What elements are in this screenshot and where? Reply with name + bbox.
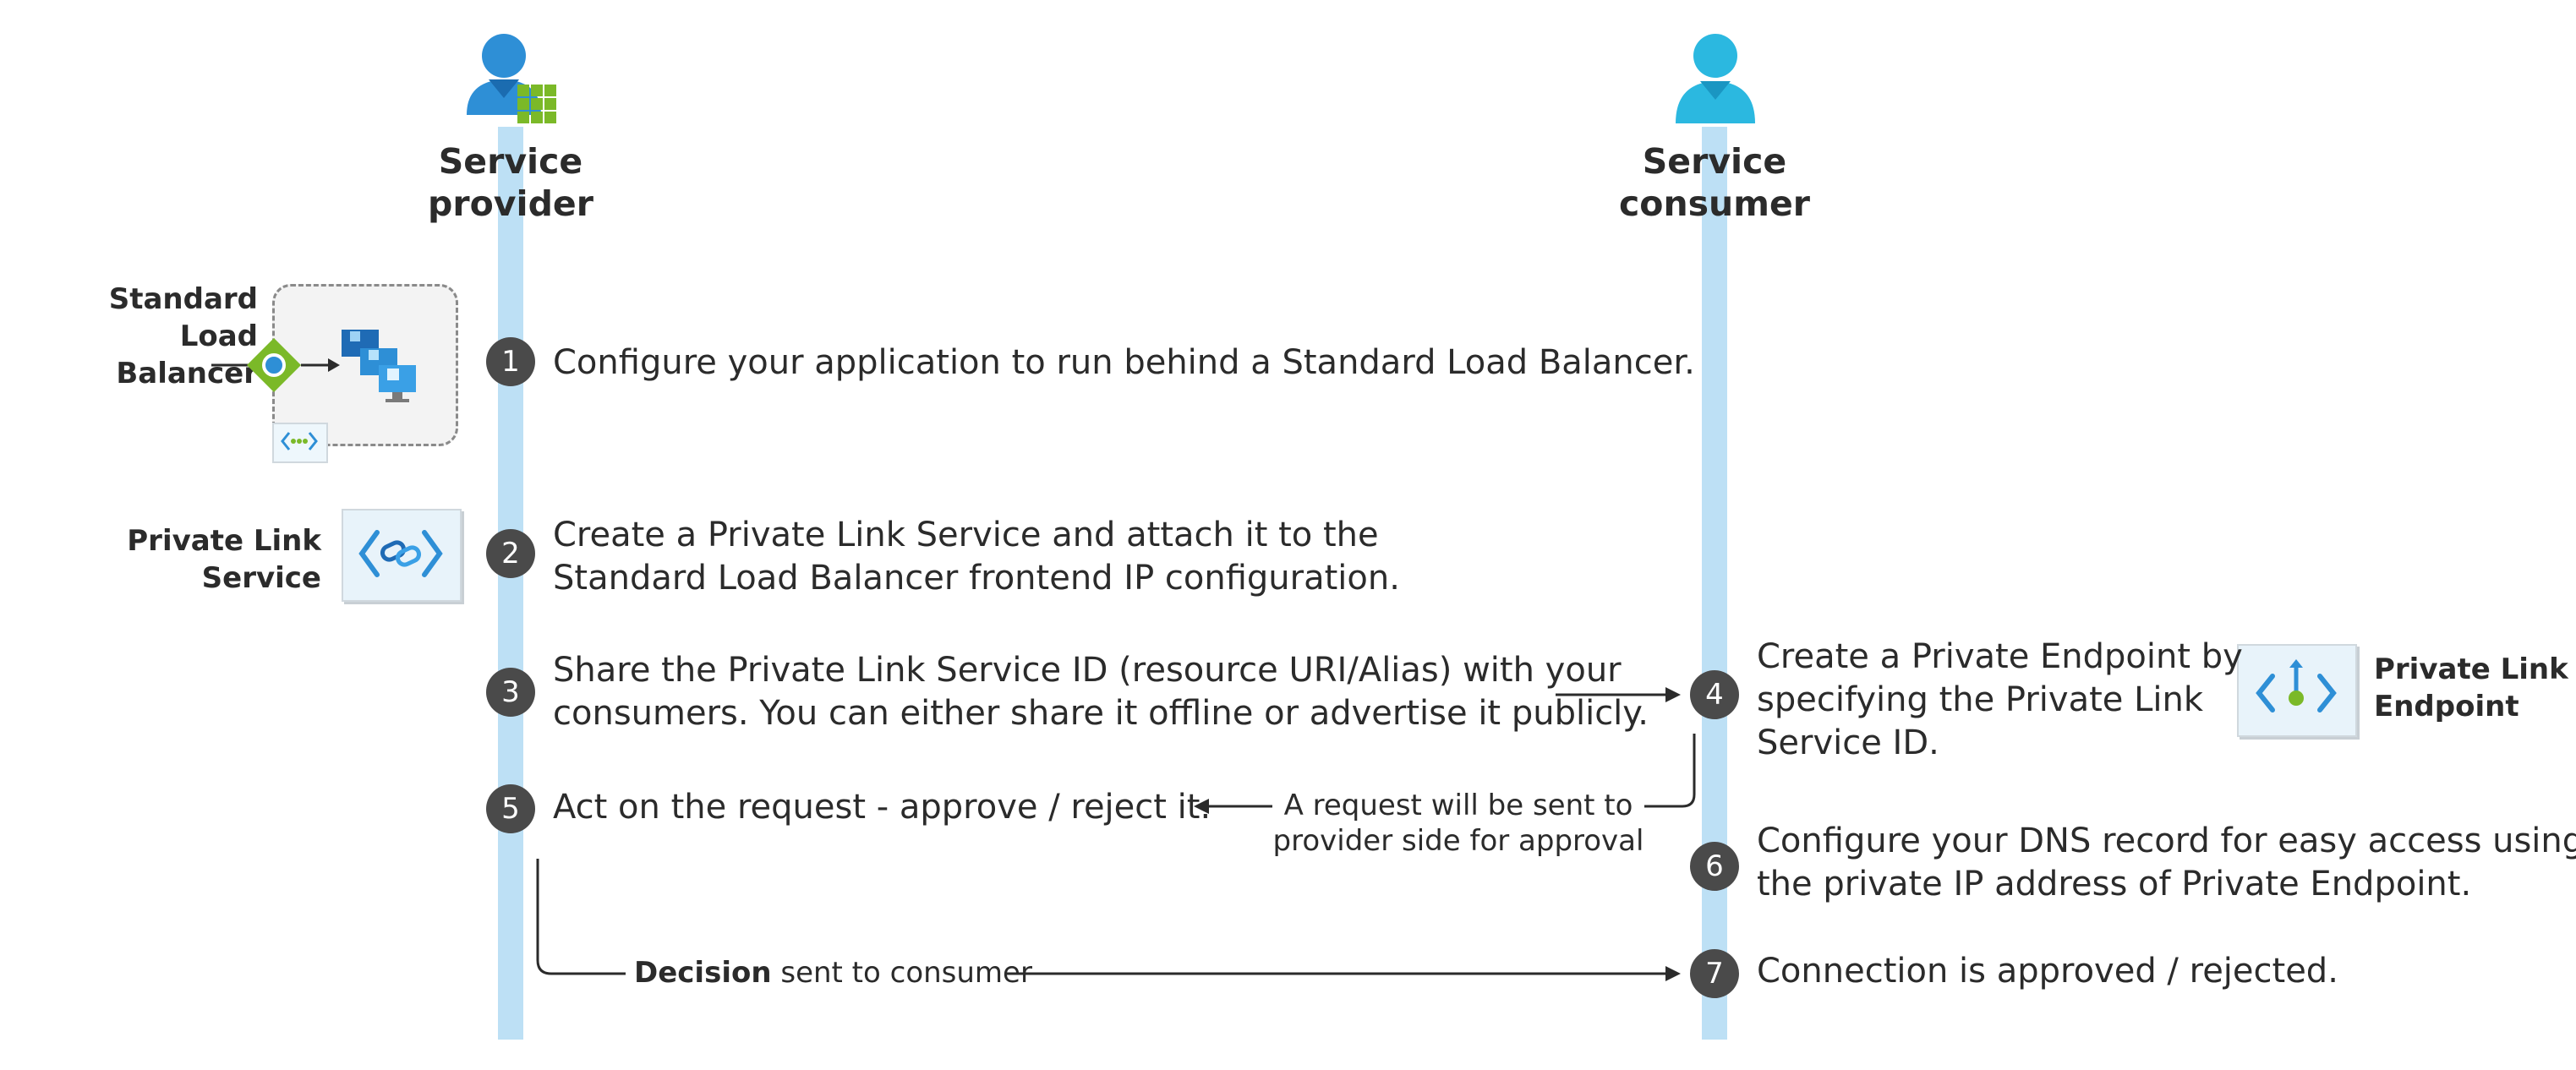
step-7-text: Connection is approved / rejected. <box>1757 952 2338 991</box>
step-7-circle: 7 <box>1690 949 1739 998</box>
provider-lifeline <box>498 127 523 1040</box>
step-2-text: Create a Private Link Service and attach… <box>553 516 1400 598</box>
step-5-text: Act on the request - approve / reject it… <box>553 788 1211 827</box>
request-note: A request will be sent to provider side … <box>1272 788 1644 859</box>
step-4-text: Create a Private Endpoint by specifying … <box>1757 637 2243 762</box>
step-2-circle: 2 <box>486 529 535 578</box>
decision-note: Decision sent to consumer <box>634 955 1032 991</box>
step-6-circle: 6 <box>1690 842 1739 891</box>
step-5-circle: 5 <box>486 784 535 833</box>
virtual-machines-icon <box>342 330 416 402</box>
decision-note-bold: Decision <box>634 956 772 990</box>
service-provider-label: Service provider <box>428 141 593 224</box>
standard-load-balancer-label: Standard Load Balancer <box>108 282 258 390</box>
step-1-circle: 1 <box>486 337 535 386</box>
service-consumer-label: Service consumer <box>1618 141 1810 224</box>
private-link-endpoint-label: Private Link Endpoint <box>2374 652 2568 723</box>
step-1-text: Configure your application to run behind… <box>553 343 1695 382</box>
private-link-service-icon <box>358 530 443 577</box>
step-6-text: Configure your DNS record for easy acces… <box>1757 822 2576 903</box>
step-3-text: Share the Private Link Service ID (resou… <box>553 651 1649 733</box>
step-3-circle: 3 <box>486 668 535 717</box>
arrow-decision-to-consumer <box>536 859 626 975</box>
private-link-service-label: Private Link Service <box>127 524 321 595</box>
service-provider-icon <box>467 34 556 123</box>
load-balancer-icon <box>211 338 340 392</box>
private-link-endpoint-icon <box>2256 659 2337 712</box>
step-4-circle: 4 <box>1690 670 1739 719</box>
service-consumer-icon <box>1676 34 1755 123</box>
private-link-small-icon <box>281 432 318 450</box>
decision-note-rest: sent to consumer <box>780 956 1032 990</box>
arrow-request-back-to-provider <box>1644 734 1696 808</box>
